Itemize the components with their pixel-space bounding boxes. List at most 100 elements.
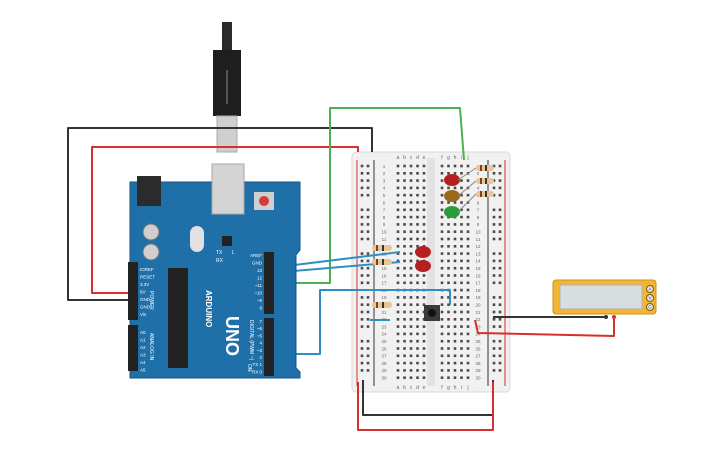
- breadboard-hole[interactable]: [409, 193, 413, 197]
- breadboard-hole[interactable]: [416, 223, 419, 226]
- breadboard-hole[interactable]: [409, 186, 413, 190]
- breadboard-hole[interactable]: [409, 376, 413, 379]
- breadboard-hole[interactable]: [460, 237, 463, 241]
- rail-hole[interactable]: [360, 318, 364, 321]
- breadboard-hole[interactable]: [460, 369, 463, 372]
- rail-hole[interactable]: [498, 215, 502, 219]
- breadboard-hole[interactable]: [416, 274, 419, 277]
- breadboard-hole[interactable]: [403, 252, 406, 255]
- breadboard-hole[interactable]: [396, 193, 400, 197]
- breadboard-hole[interactable]: [396, 223, 400, 226]
- breadboard[interactable]: 1122334455667788991010111112121313141415…: [351, 151, 511, 393]
- breadboard-hole[interactable]: [447, 245, 450, 248]
- rail-hole[interactable]: [366, 252, 370, 255]
- breadboard-hole[interactable]: [460, 259, 463, 263]
- breadboard-hole[interactable]: [440, 376, 444, 379]
- breadboard-hole[interactable]: [460, 164, 463, 168]
- breadboard-hole[interactable]: [396, 281, 400, 285]
- breadboard-hole[interactable]: [396, 266, 400, 270]
- rail-hole[interactable]: [498, 164, 502, 168]
- breadboard-hole[interactable]: [460, 347, 463, 350]
- breadboard-hole[interactable]: [453, 252, 457, 255]
- breadboard-hole[interactable]: [453, 369, 457, 372]
- rail-hole[interactable]: [360, 179, 364, 182]
- breadboard-hole[interactable]: [460, 318, 463, 321]
- breadboard-hole[interactable]: [396, 215, 400, 219]
- rail-hole[interactable]: [492, 281, 496, 285]
- breadboard-hole[interactable]: [409, 303, 413, 306]
- breadboard-hole[interactable]: [416, 230, 419, 233]
- breadboard-hole[interactable]: [460, 230, 463, 233]
- wire-pin2-blue[interactable]: [270, 289, 451, 355]
- breadboard-hole[interactable]: [403, 347, 406, 350]
- breadboard-hole[interactable]: [396, 354, 400, 358]
- breadboard-hole[interactable]: [447, 230, 450, 233]
- rail-hole[interactable]: [366, 339, 370, 343]
- breadboard-hole[interactable]: [466, 376, 470, 379]
- breadboard-hole[interactable]: [416, 325, 419, 328]
- breadboard-hole[interactable]: [460, 310, 463, 314]
- breadboard-hole[interactable]: [440, 274, 444, 277]
- breadboard-hole[interactable]: [409, 201, 413, 204]
- breadboard-hole[interactable]: [409, 223, 413, 226]
- rail-hole[interactable]: [360, 230, 364, 233]
- rail-hole[interactable]: [498, 223, 502, 226]
- rail-hole[interactable]: [366, 303, 370, 306]
- breadboard-hole[interactable]: [409, 354, 413, 358]
- rail-hole[interactable]: [360, 361, 364, 365]
- breadboard-hole[interactable]: [409, 230, 413, 233]
- breadboard-hole[interactable]: [440, 310, 444, 314]
- rail-hole[interactable]: [366, 325, 370, 328]
- breadboard-hole[interactable]: [466, 230, 470, 233]
- breadboard-hole[interactable]: [416, 339, 419, 343]
- breadboard-hole[interactable]: [460, 215, 463, 219]
- breadboard-hole[interactable]: [422, 186, 426, 190]
- breadboard-hole[interactable]: [453, 237, 457, 241]
- breadboard-hole[interactable]: [453, 288, 457, 292]
- breadboard-hole[interactable]: [453, 245, 457, 248]
- rail-hole[interactable]: [492, 186, 496, 190]
- breadboard-hole[interactable]: [396, 274, 400, 277]
- arduino-uno[interactable]: UNO ARDUINO DIGITAL (PWM ~) POWER ANALOG…: [128, 163, 301, 379]
- breadboard-hole[interactable]: [440, 281, 444, 285]
- breadboard-hole[interactable]: [460, 376, 463, 379]
- breadboard-hole[interactable]: [422, 354, 426, 358]
- breadboard-hole[interactable]: [409, 164, 413, 168]
- breadboard-hole[interactable]: [422, 303, 426, 306]
- rail-hole[interactable]: [498, 274, 502, 277]
- breadboard-hole[interactable]: [416, 369, 419, 372]
- breadboard-hole[interactable]: [409, 252, 413, 255]
- breadboard-hole[interactable]: [403, 193, 406, 197]
- breadboard-hole[interactable]: [396, 237, 400, 241]
- breadboard-hole[interactable]: [403, 186, 406, 190]
- breadboard-hole[interactable]: [447, 354, 450, 358]
- breadboard-hole[interactable]: [403, 208, 406, 212]
- breadboard-hole[interactable]: [447, 296, 450, 299]
- breadboard-hole[interactable]: [447, 361, 450, 365]
- rail-hole[interactable]: [366, 310, 370, 314]
- breadboard-hole[interactable]: [396, 230, 400, 233]
- breadboard-hole[interactable]: [416, 332, 419, 336]
- breadboard-hole[interactable]: [440, 332, 444, 336]
- rail-hole[interactable]: [366, 274, 370, 277]
- breadboard-hole[interactable]: [396, 376, 400, 379]
- rail-hole[interactable]: [492, 354, 496, 358]
- rail-hole[interactable]: [366, 223, 370, 226]
- breadboard-hole[interactable]: [466, 208, 470, 212]
- led-amber[interactable]: [444, 190, 460, 202]
- rail-hole[interactable]: [498, 339, 502, 343]
- breadboard-hole[interactable]: [460, 179, 463, 182]
- breadboard-hole[interactable]: [409, 325, 413, 328]
- breadboard-hole[interactable]: [447, 303, 450, 306]
- rail-hole[interactable]: [492, 369, 496, 372]
- breadboard-hole[interactable]: [453, 186, 457, 190]
- breadboard-hole[interactable]: [409, 274, 413, 277]
- breadboard-hole[interactable]: [409, 347, 413, 350]
- breadboard-hole[interactable]: [447, 339, 450, 343]
- breadboard-hole[interactable]: [422, 201, 426, 204]
- multimeter-terminals[interactable]: AVC: [646, 285, 654, 311]
- breadboard-hole[interactable]: [447, 274, 450, 277]
- breadboard-hole[interactable]: [416, 318, 419, 321]
- rail-hole[interactable]: [498, 259, 502, 263]
- breadboard-hole[interactable]: [447, 332, 450, 336]
